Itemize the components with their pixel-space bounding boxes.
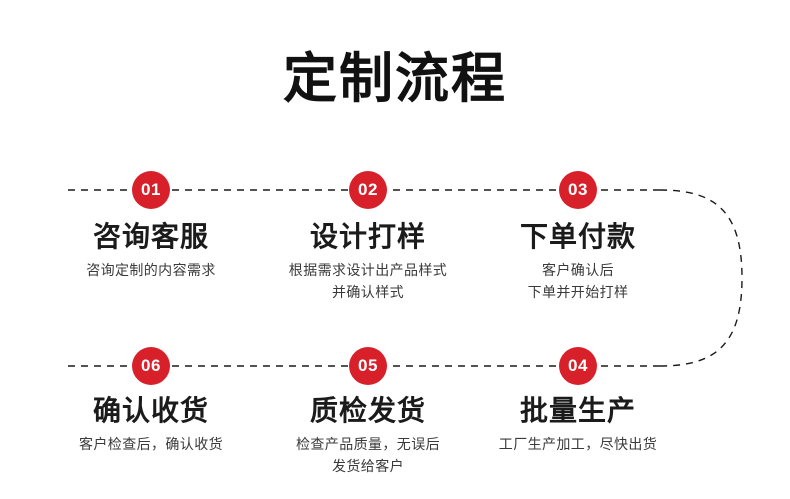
step-desc-line: 并确认样式 — [332, 284, 404, 300]
step-desc-line: 客户检查后，确认收货 — [79, 436, 223, 452]
step-text-01: 咨询客服 咨询定制的内容需求 — [36, 218, 266, 281]
step-text-03: 下单付款 客户确认后 下单并开始打样 — [463, 218, 693, 303]
step-desc-line: 咨询定制的内容需求 — [86, 262, 216, 278]
step-title-06: 确认收货 — [92, 395, 209, 426]
step-text-06: 确认收货 客户检查后，确认收货 — [36, 392, 266, 455]
step-desc-line: 根据需求设计出产品样式 — [288, 262, 448, 278]
step-badge-01[interactable]: 01 — [132, 171, 170, 209]
step-desc-05: 检查产品质量，无误后 发货给客户 — [253, 433, 483, 477]
step-badge-04[interactable]: 04 — [559, 347, 597, 385]
step-desc-line: 工厂生产加工，尽快出货 — [498, 436, 658, 452]
step-title-01: 咨询客服 — [92, 221, 209, 252]
step-badge-05[interactable]: 05 — [349, 347, 387, 385]
step-text-02: 设计打样 根据需求设计出产品样式 并确认样式 — [253, 218, 483, 303]
step-text-05: 质检发货 检查产品质量，无误后 发货给客户 — [253, 392, 483, 477]
step-text-04: 批量生产 工厂生产加工，尽快出货 — [463, 392, 693, 455]
step-badge-06[interactable]: 06 — [132, 347, 170, 385]
step-desc-line: 下单并开始打样 — [527, 284, 629, 300]
step-desc-line: 检查产品质量，无误后 — [296, 436, 440, 452]
step-desc-line: 客户确认后 — [542, 262, 614, 278]
step-desc-01: 咨询定制的内容需求 — [36, 259, 266, 281]
step-badge-03[interactable]: 03 — [559, 171, 597, 209]
page-title: 定制流程 — [283, 49, 507, 109]
step-title-03: 下单付款 — [519, 221, 636, 252]
step-desc-02: 根据需求设计出产品样式 并确认样式 — [253, 259, 483, 303]
step-title-02: 设计打样 — [309, 221, 426, 252]
step-title-04: 批量生产 — [519, 395, 636, 426]
step-desc-04: 工厂生产加工，尽快出货 — [463, 433, 693, 455]
step-desc-03: 客户确认后 下单并开始打样 — [463, 259, 693, 303]
step-desc-line: 发货给客户 — [332, 458, 404, 474]
step-desc-06: 客户检查后，确认收货 — [36, 433, 266, 455]
step-title-05: 质检发货 — [309, 395, 426, 426]
step-badge-02[interactable]: 02 — [349, 171, 387, 209]
